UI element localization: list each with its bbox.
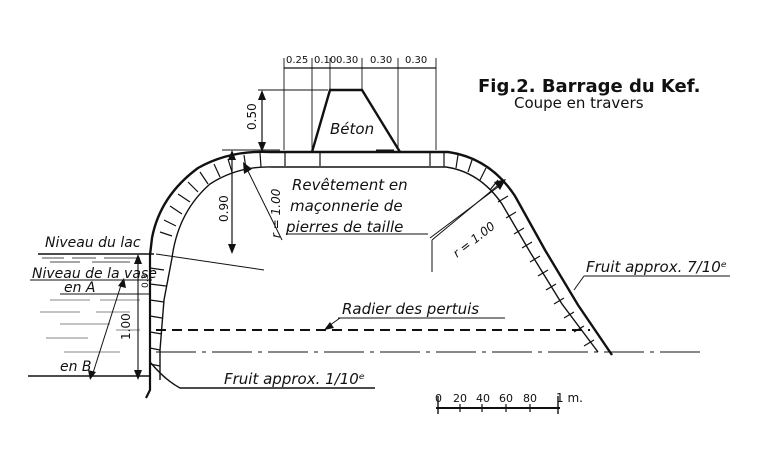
fruit-left: Fruit approx. 1/10ᵉ [149, 361, 375, 389]
en-b-label: en B [60, 359, 92, 375]
beton-height-dimension: 0.50 [245, 89, 328, 152]
scale-tick-40: 40 [476, 392, 490, 405]
crest-depth-dimension: 0.90 [155, 149, 280, 271]
niveau-vase-label: Niveau de la vase [32, 266, 157, 282]
revetement-note: Revêtement en maçonnerie de pierres de t… [285, 176, 503, 239]
revetement-line-3: pierres de taille [285, 218, 403, 236]
en-a-label: en A [64, 280, 96, 296]
dim-label-3: 0.30 [370, 55, 392, 66]
scale-tick-0: 0 [435, 392, 442, 405]
scale-tick-60: 60 [499, 392, 513, 405]
top-dimension-chain: 0.25 0.10 0.30 0.30 0.30 [283, 55, 437, 150]
radius-left: r = 1.00 [243, 162, 283, 241]
fruit-left-label: Fruit approx. 1/10ᵉ [224, 370, 365, 388]
dim-label-1: 0.10 [314, 55, 336, 66]
figure-subtitle: Coupe en travers [514, 94, 644, 112]
dim-label-0: 0.25 [286, 55, 308, 66]
beton-block [310, 88, 402, 153]
dim-lower-height: 1.00 [119, 313, 133, 340]
revetement-line-2: maçonnerie de [290, 197, 403, 215]
dim-label-2: 0.30 [336, 55, 358, 66]
radier-des-pertuis: Radier des pertuis [156, 300, 700, 353]
scale-bar: 0 20 40 60 80 1 m. [435, 391, 583, 414]
dim-crest-depth: 0.90 [217, 195, 231, 222]
radius-left-label: r = 1.00 [269, 188, 283, 238]
revetement-line-1: Revêtement en [292, 176, 408, 194]
radius-right-label: r = 1.00 [450, 219, 498, 261]
fruit-right: Fruit approx. 7/10ᵉ [573, 258, 730, 291]
radius-right: r = 1.00 [431, 179, 506, 272]
scale-tick-80: 80 [523, 392, 537, 405]
fruit-right-label: Fruit approx. 7/10ᵉ [586, 258, 727, 276]
beton-label: Béton [330, 120, 374, 138]
scale-tick-1m: 1 m. [556, 391, 583, 405]
dim-beton-height: 0.50 [245, 103, 259, 130]
water-levels: Niveau du lac Niveau de la vase en A 0.3… [28, 235, 157, 380]
niveau-lac-label: Niveau du lac [45, 235, 141, 251]
scale-tick-20: 20 [453, 392, 467, 405]
dim-small-step: 0.3 [141, 274, 151, 288]
figure-title: Fig.2. Barrage du Kef. [478, 76, 700, 97]
radier-label: Radier des pertuis [342, 300, 479, 318]
dim-label-4: 0.30 [405, 55, 427, 66]
